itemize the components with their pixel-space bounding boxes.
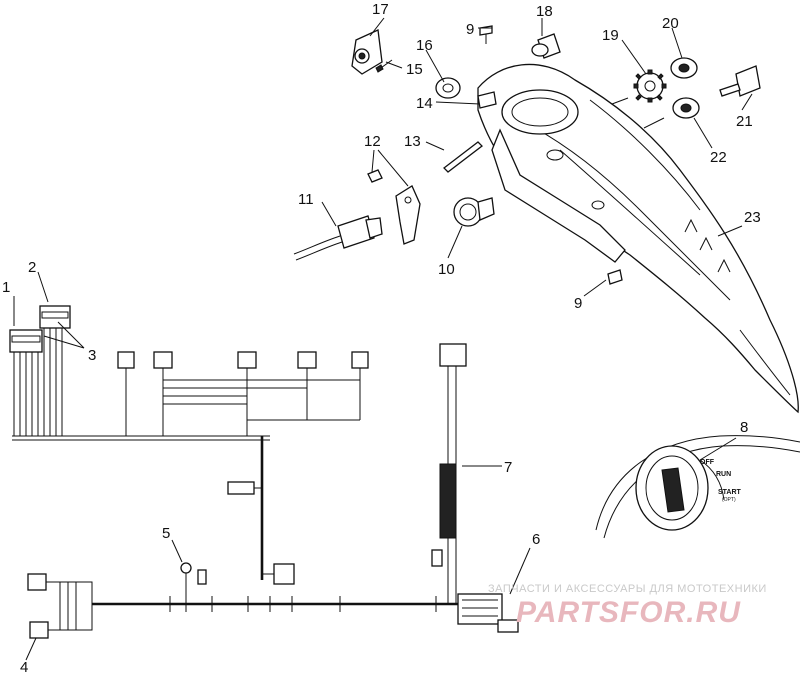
watermark-logo: PARTSFOR.RU [516, 596, 741, 629]
callout-9-bottom: 9 [574, 295, 582, 312]
rod-part-13 [443, 141, 483, 173]
lever-part-12 [395, 185, 421, 245]
bulb-socket-part-18 [531, 33, 561, 59]
callout-8: 8 [740, 419, 748, 436]
key-part-21 [719, 65, 761, 97]
wiring-harness [9, 305, 519, 639]
nut-part-22 [672, 97, 700, 119]
nut-part-20 [670, 57, 698, 79]
callout-11: 11 [298, 191, 314, 208]
leader-lines [13, 17, 753, 661]
ignition-label-start: START [718, 489, 742, 496]
callout-12: 12 [364, 133, 381, 150]
callout-20: 20 [662, 15, 679, 32]
callout-23: 23 [744, 209, 761, 226]
callout-9-top: 9 [466, 21, 474, 38]
callout-19: 19 [602, 27, 619, 44]
callout-22: 22 [710, 149, 727, 166]
dash-panel [477, 63, 799, 414]
screw-part-15 [375, 59, 393, 73]
screw-part-9-bottom [607, 269, 623, 285]
callout-15: 15 [406, 61, 423, 78]
ignition-label-start-sub: (OPT) [722, 497, 736, 503]
callout-16: 16 [416, 37, 433, 54]
cable-switch-part-11 [293, 215, 383, 261]
switch-part-10 [453, 197, 495, 227]
callout-14: 14 [416, 95, 433, 112]
callout-6: 6 [532, 531, 540, 548]
callout-7: 7 [504, 459, 512, 476]
callout-5: 5 [162, 525, 170, 542]
watermark-tagline: ЗАПЧАСТИ И АКСЕССУАРЫ ДЛЯ МОТОТЕХНИКИ [488, 583, 767, 595]
callout-18: 18 [536, 3, 553, 20]
ignition-label-run: RUN [716, 471, 731, 478]
pin-part-12 [367, 169, 383, 183]
washer-part-16 [435, 77, 461, 99]
bracket-part-17 [351, 29, 383, 75]
callout-17: 17 [372, 1, 389, 18]
callout-21: 21 [736, 113, 753, 130]
ignition-switch-detail [595, 435, 800, 539]
callout-10: 10 [438, 261, 455, 278]
ignition-label-off: OFF [700, 459, 715, 466]
callout-4: 4 [20, 659, 28, 673]
callout-2: 2 [28, 259, 36, 276]
callout-1: 1 [2, 279, 10, 296]
callout-13: 13 [404, 133, 421, 150]
screw-part-9-top [479, 25, 493, 44]
callout-3: 3 [88, 347, 96, 364]
gear-part-19 [633, 69, 667, 103]
